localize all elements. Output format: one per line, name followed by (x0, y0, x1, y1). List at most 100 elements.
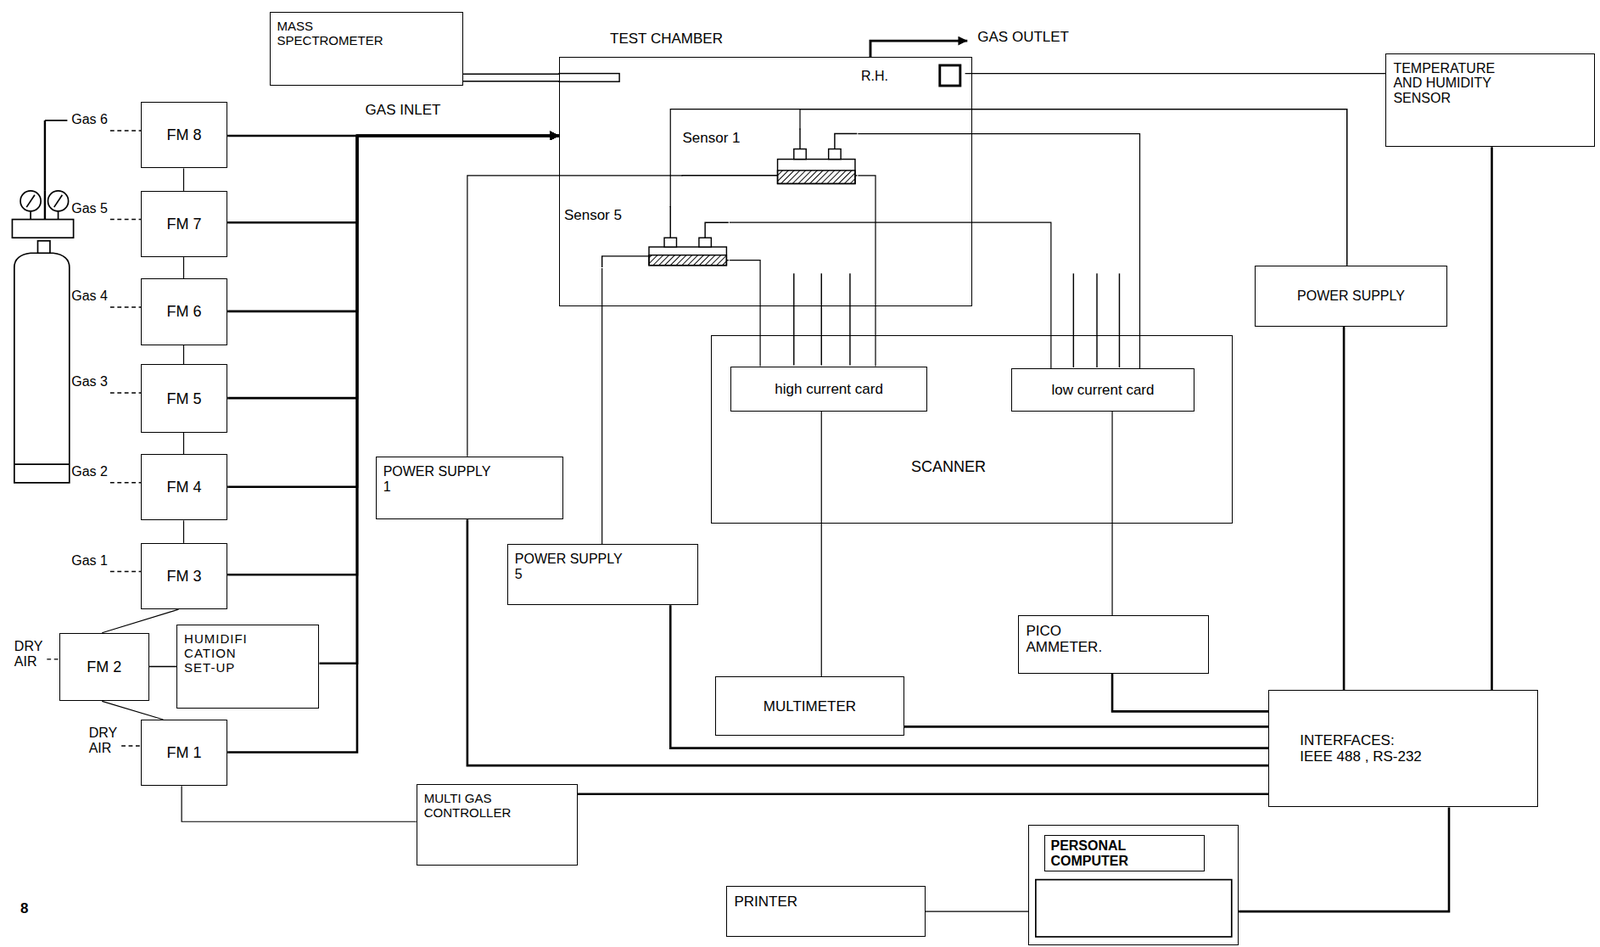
node-label: MASS SPECTROMETER (277, 19, 387, 49)
node-label: POWER SUPPLY (1297, 288, 1405, 304)
sensor: Sensor 1 (682, 129, 858, 187)
rh-probe: R.H. (861, 62, 966, 90)
connector-line (729, 260, 761, 367)
connector-line (227, 135, 560, 575)
air-label: DRY AIR (14, 638, 43, 670)
gas-outlet-pipe (870, 40, 968, 57)
sensor: Sensor 5 (564, 206, 730, 269)
flow-meter: FM 6 (140, 278, 228, 345)
instrument-box: TEMPERATURE AND HUMIDITY SENSOR (1385, 53, 1595, 148)
node-label: FM 4 (167, 478, 202, 496)
mass-spec-probe (559, 73, 620, 83)
node-label: Sensor 5 (564, 206, 622, 224)
connector (149, 665, 177, 667)
node-label: Sensor 1 (682, 129, 740, 146)
node-label: PERSONAL COMPUTER (1044, 834, 1205, 873)
gas-label: Gas 2 (71, 464, 108, 480)
connector (227, 135, 560, 487)
node-label: HUMIDIFI CATION SET-UP (184, 632, 256, 675)
node-label: POWER SUPPLY 1 (383, 464, 497, 495)
figure-number: 8 (20, 900, 28, 917)
connector (183, 432, 185, 454)
connector (670, 109, 1347, 266)
connector (467, 519, 1269, 766)
connector (181, 785, 417, 822)
connector-line (227, 135, 560, 312)
connector (925, 911, 1029, 912)
connector-line (181, 785, 417, 822)
node-label: high current card (774, 380, 884, 398)
scanner: SCANNERhigh current cardlow current card (710, 335, 1233, 525)
gas-cylinder (11, 120, 73, 483)
air-label: DRY AIR (89, 725, 118, 756)
probe-tube-bore (463, 74, 560, 81)
chamber-title: TEST CHAMBER (609, 30, 723, 47)
node-label: PICO AMMETER. (1025, 622, 1103, 655)
printer-box: PRINTER (726, 885, 926, 937)
connector (183, 167, 185, 191)
connector-line (467, 519, 1269, 766)
gas-label: Gas 3 (71, 374, 108, 390)
connector (1238, 806, 1449, 912)
connector (101, 609, 179, 633)
connector (729, 222, 1052, 369)
flow-meter: FM 1 (140, 719, 228, 786)
connector-line (729, 222, 1052, 369)
gas-label: Gas 5 (71, 201, 108, 217)
connector (183, 345, 185, 365)
scanner-channel-wires (794, 273, 1120, 368)
node-label: POWER SUPPLY 5 (514, 551, 628, 582)
connector-line (183, 257, 185, 279)
computer-box: PERSONAL COMPUTER (1028, 824, 1239, 946)
connector-line (1490, 146, 1494, 690)
connector-line (1238, 806, 1449, 912)
probe-tube (463, 77, 560, 79)
connector (601, 268, 603, 544)
connector (318, 135, 560, 664)
connector (183, 520, 185, 543)
connector (1112, 673, 1269, 712)
connector-line (101, 700, 163, 720)
connector (904, 726, 1269, 728)
node-label: FM 1 (167, 744, 202, 761)
connector (183, 257, 185, 279)
power-supply: POWER SUPPLY 5 (507, 543, 699, 605)
node-label: FM 5 (167, 390, 202, 408)
connector (857, 175, 876, 367)
port-label: GAS INLET (365, 101, 442, 118)
node-label: MULTIMETER (763, 698, 856, 715)
instrument-box: MASS SPECTROMETER (269, 11, 465, 86)
humidifier-box: HUMIDIFI CATION SET-UP (176, 624, 319, 709)
connector-line (925, 911, 1029, 912)
connector-line (101, 609, 179, 633)
node-label: FM 7 (167, 215, 202, 233)
connector-line (857, 175, 876, 367)
connector (857, 134, 1140, 369)
computer-screen (1035, 879, 1232, 937)
connector-line (577, 792, 1269, 795)
connector-line (467, 175, 683, 457)
flow-meter: FM 2 (59, 632, 150, 702)
connector-line (800, 109, 1348, 266)
node-label: low current card (1051, 381, 1155, 398)
connector (1343, 326, 1345, 690)
node-label: FM 2 (86, 658, 122, 676)
connector-line (227, 135, 560, 752)
flow-meter: FM 5 (140, 363, 228, 433)
interface-box: INTERFACES: IEEE 488 , RS-232 (1268, 689, 1539, 807)
power-supply: POWER SUPPLY 1 (375, 456, 564, 521)
gas-label: Gas 4 (71, 288, 108, 304)
connector (227, 135, 560, 575)
controller-box: MULTI GAS CONTROLLER (416, 783, 578, 866)
connector (965, 72, 1387, 74)
connector-line (183, 167, 185, 191)
connector (577, 793, 1269, 795)
node-label: FM 6 (167, 302, 202, 320)
port-label: GAS OUTLET (977, 28, 1069, 45)
instrument-box: MULTIMETER (715, 676, 905, 736)
gas-feed-lines (46, 130, 141, 746)
instrument-box: PICO AMMETER. (1018, 615, 1209, 674)
